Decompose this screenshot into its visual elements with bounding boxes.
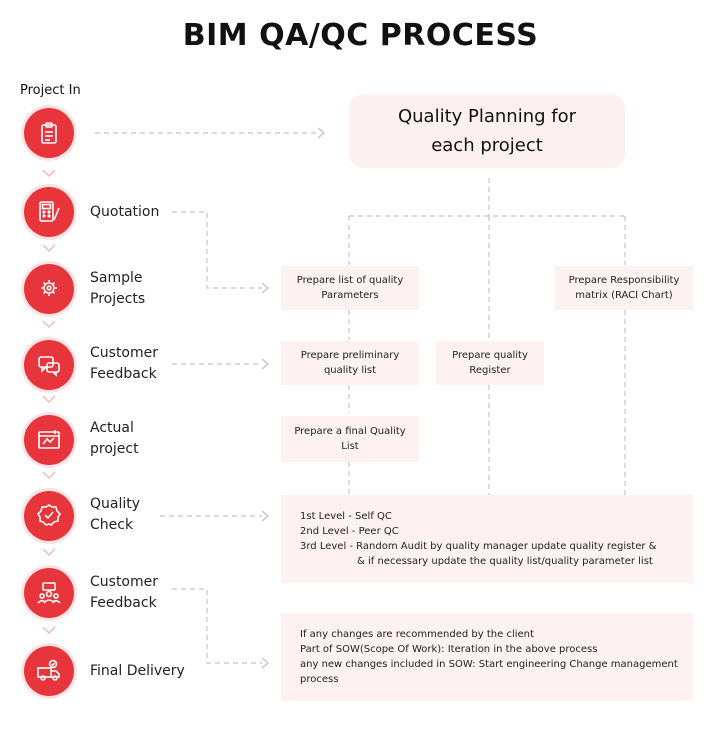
qc-level-3-cont: & if necessary update the quality list/q… — [357, 556, 653, 567]
calculator-icon — [24, 187, 74, 237]
arrowhead — [261, 282, 270, 294]
change-note-2: Part of SOW(Scope Of Work): Iteration in… — [300, 644, 598, 655]
step-label-quotation: Quotation — [90, 204, 160, 220]
chevron-down-icon — [42, 626, 56, 635]
change-note-3: any new changes included in SOW: Start e… — [300, 659, 678, 670]
chevron-down-icon — [42, 395, 56, 404]
quality-badge-icon — [24, 491, 74, 541]
chevron-down-icon — [42, 548, 56, 557]
connector-feedback-2 — [172, 588, 262, 664]
arrowhead — [261, 510, 270, 522]
chevron-down-icon — [42, 169, 56, 178]
team-icon — [24, 568, 74, 618]
chevron-down-icon — [42, 471, 56, 480]
gear-head-icon — [24, 264, 74, 314]
delivery-truck-icon — [24, 646, 74, 696]
change-notes-box: If any changes are recommended by the cl… — [281, 613, 693, 701]
chevron-down-icon — [42, 244, 56, 253]
arrowhead — [261, 358, 270, 370]
qc-levels-box: 1st Level - Self QC 2nd Level - Peer QC … — [281, 495, 693, 583]
qc-level-3: 3rd Level - Random Audit by quality mana… — [300, 541, 657, 552]
chevron-down-icon — [42, 320, 56, 329]
step-label-final-delivery: Final Delivery — [90, 663, 185, 679]
connector-quotation — [172, 211, 262, 289]
qc-level-1: 1st Level - Self QC — [300, 511, 392, 522]
arrowhead — [261, 657, 270, 669]
change-note-4: process — [300, 674, 339, 685]
qc-level-2: 2nd Level - Peer QC — [300, 526, 399, 537]
change-note-1: If any changes are recommended by the cl… — [300, 629, 534, 640]
chat-icon — [24, 340, 74, 390]
start-label: Project In — [20, 83, 81, 98]
blueprint-icon — [24, 415, 74, 465]
clipboard-icon — [24, 108, 74, 158]
page-title: BIM QA/QC PROCESS — [182, 18, 539, 53]
arrowhead — [317, 127, 326, 139]
